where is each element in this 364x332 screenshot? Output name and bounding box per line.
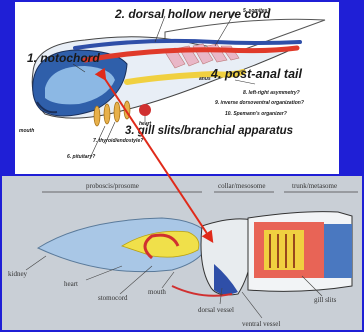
- label-collar: collar/mesosome: [218, 182, 265, 190]
- label-pituitary: 6. pituitary?: [67, 154, 95, 160]
- label-notochord: 1. notochord: [27, 51, 100, 65]
- label-stomocord: stomocord: [98, 294, 128, 302]
- trunk-tail: [324, 224, 352, 278]
- hemichordate-diagram-panel: proboscis/prosome collar/mesosome trunk/…: [2, 176, 362, 330]
- label-heart-bottom: heart: [64, 280, 78, 288]
- label-ventral-vessel: ventral vessel: [242, 320, 280, 328]
- label-thyroid: 7. thyroid/endostyle?: [93, 138, 143, 144]
- label-proboscis: proboscis/prosome: [86, 182, 139, 190]
- label-trunk: trunk/metasome: [292, 182, 337, 190]
- label-post-anal-tail: 4. post-anal tail: [210, 67, 303, 81]
- chordate-diagram-panel: 1. notochord 2. dorsal hollow nerve cord…: [15, 2, 339, 174]
- label-mouth-bottom: mouth: [148, 288, 166, 296]
- heart-shape: [139, 104, 151, 116]
- label-heart-top: heart: [139, 121, 152, 127]
- hemichordate-diagram: proboscis/prosome collar/mesosome trunk/…: [2, 176, 362, 330]
- label-spemann: 10. Spemann's organizer?: [225, 111, 287, 117]
- label-dorsal-vessel: dorsal vessel: [198, 306, 234, 314]
- chordate-diagram: 1. notochord 2. dorsal hollow nerve cord…: [15, 2, 339, 174]
- label-somites: 5. somites?: [243, 8, 271, 14]
- label-mouth-top: mouth: [19, 128, 34, 134]
- label-anus: anus: [199, 76, 211, 82]
- label-left-right: 8. left-right asymmetry?: [243, 90, 300, 96]
- label-kidney: kidney: [8, 270, 28, 278]
- label-gill-slits-bottom: gill slits: [314, 296, 337, 304]
- label-inverse: 9. inverse dorsoventral organization?: [215, 100, 304, 106]
